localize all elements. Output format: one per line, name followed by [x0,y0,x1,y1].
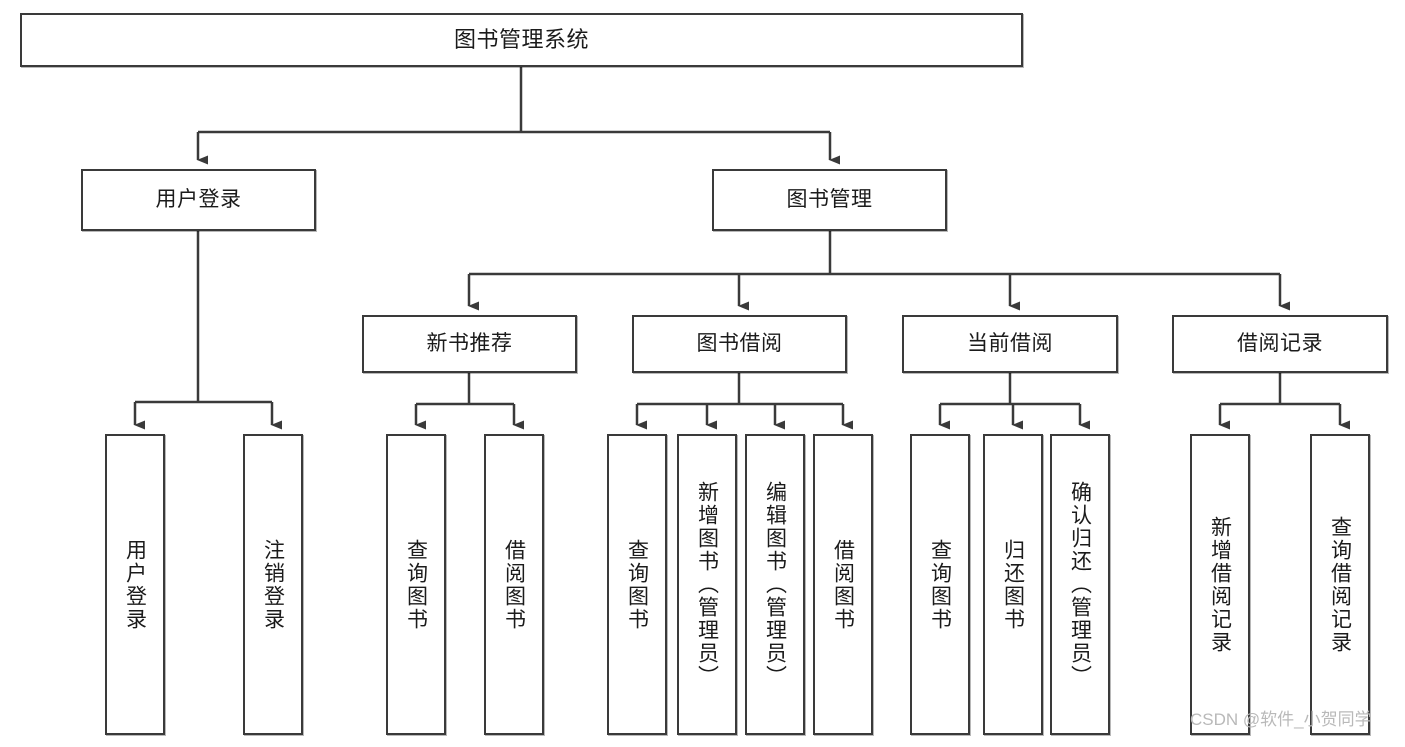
leaf-node[interactable]: 查询图书 [910,434,970,735]
node-label: 借阅记录 [1237,331,1323,355]
leaf-node[interactable]: 查询图书 [386,434,446,735]
node-label: 归还图书 [1001,538,1025,631]
node-label: 图书管理系统 [453,27,589,53]
leaf-node[interactable]: 用户登录 [105,434,165,735]
node-label: 图书借阅 [696,331,783,355]
leaf-node[interactable]: 注销登录 [243,434,303,735]
leaf-node[interactable]: 查询借阅记录 [1310,434,1370,735]
node-current-borrow[interactable]: 当前借阅 [902,315,1118,373]
node-label: 查询图书 [404,538,428,631]
leaf-node[interactable]: 新增图书（管理员） [677,434,737,735]
node-label: 确认归还（管理员） [1068,481,1092,688]
node-label: 查询图书 [928,538,952,631]
watermark: CSDN @软件_小贺同学 [1190,710,1372,729]
node-borrow-records[interactable]: 借阅记录 [1172,315,1388,373]
node-label: 新书推荐 [426,331,513,355]
node-label: 新增图书（管理员） [695,481,719,688]
node-root-system[interactable]: 图书管理系统 [20,13,1023,67]
leaf-node[interactable]: 编辑图书（管理员） [745,434,805,735]
node-new-book-recommend[interactable]: 新书推荐 [362,315,577,373]
node-label: 图书管理 [786,187,873,211]
leaf-node[interactable]: 确认归还（管理员） [1050,434,1110,735]
node-label: 借阅图书 [831,538,855,631]
node-label: 注销登录 [261,538,285,631]
leaf-node[interactable]: 借阅图书 [813,434,873,735]
node-label: 用户登录 [123,538,147,631]
node-label: 新增借阅记录 [1208,515,1232,654]
node-label: 用户登录 [155,187,242,211]
leaf-node[interactable]: 查询图书 [607,434,667,735]
node-user-login[interactable]: 用户登录 [81,169,316,231]
leaf-node[interactable]: 归还图书 [983,434,1043,735]
leaf-node[interactable]: 新增借阅记录 [1190,434,1250,735]
node-label: 编辑图书（管理员） [763,481,787,688]
node-book-borrow[interactable]: 图书借阅 [632,315,847,373]
leaf-node[interactable]: 借阅图书 [484,434,544,735]
node-label: 查询借阅记录 [1328,515,1352,654]
node-label: 借阅图书 [502,538,526,631]
node-label: 查询图书 [625,538,649,631]
node-book-management[interactable]: 图书管理 [712,169,947,231]
node-label: 当前借阅 [967,331,1053,355]
